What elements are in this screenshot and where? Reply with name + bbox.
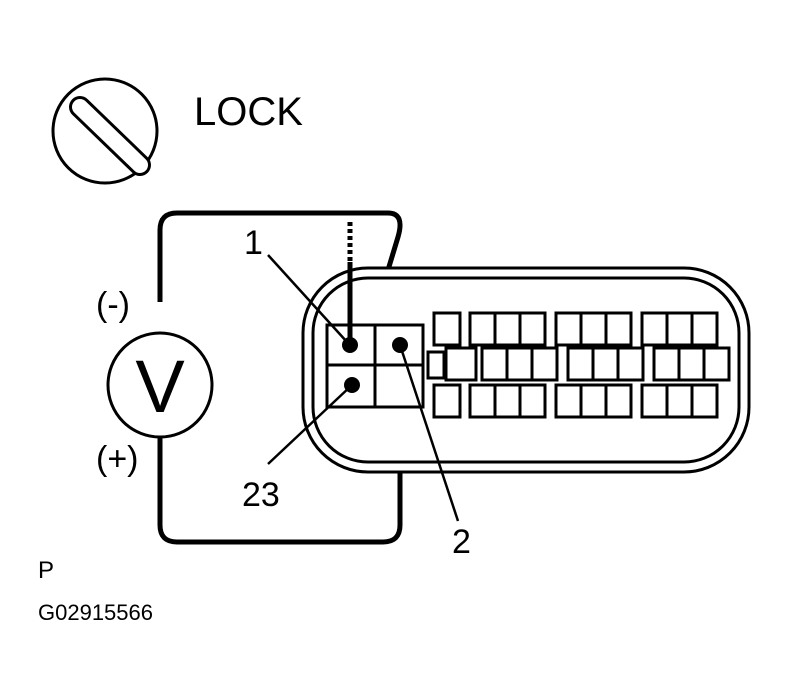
leader-line-23 — [267, 384, 353, 465]
terminal-1-label: 1 — [244, 224, 263, 262]
cavity-blank — [373, 363, 425, 409]
positive-label: (+) — [96, 440, 139, 478]
cavity — [566, 346, 595, 382]
cavity — [554, 383, 583, 419]
cavity — [579, 311, 608, 347]
cavity — [468, 311, 497, 347]
cavity — [677, 346, 706, 382]
leader-line-1 — [267, 254, 348, 343]
cavity — [493, 311, 522, 347]
cavity — [432, 311, 462, 347]
code-label: P — [38, 557, 54, 584]
cavity — [579, 383, 608, 419]
cavity — [518, 311, 547, 347]
cavity — [591, 346, 620, 382]
leader-line-2 — [398, 344, 460, 522]
cavity — [432, 383, 462, 419]
cavity — [652, 346, 681, 382]
cavity — [640, 311, 669, 347]
cavity — [505, 346, 534, 382]
cavity-terminal-2 — [373, 323, 425, 367]
cavity — [665, 311, 694, 347]
test-lead-bottom — [157, 345, 403, 545]
cavity — [444, 346, 478, 382]
connector-cavities — [325, 311, 731, 419]
voltmeter-symbol: V — [135, 345, 185, 428]
cavity — [604, 311, 633, 347]
cavity — [665, 383, 694, 419]
cavity — [518, 383, 547, 419]
cavity — [702, 346, 731, 382]
ignition-lock-icon — [51, 77, 159, 185]
cavity — [690, 383, 719, 419]
cavity — [468, 383, 497, 419]
cavity — [493, 383, 522, 419]
cavity — [640, 383, 669, 419]
cavity — [616, 346, 645, 382]
test-lead-loop — [157, 210, 403, 386]
negative-label: (-) — [96, 286, 130, 324]
lock-label: LOCK — [194, 90, 303, 134]
cavity — [690, 311, 719, 347]
terminal-2-label: 2 — [452, 523, 471, 561]
cavity — [604, 383, 633, 419]
voltmeter-icon — [106, 331, 214, 439]
figure-id: G02915566 — [38, 600, 153, 625]
cavity — [426, 350, 446, 380]
cavity — [554, 311, 583, 347]
cavity — [480, 346, 509, 382]
terminal-23-label: 23 — [242, 476, 280, 514]
cavity — [530, 346, 559, 382]
